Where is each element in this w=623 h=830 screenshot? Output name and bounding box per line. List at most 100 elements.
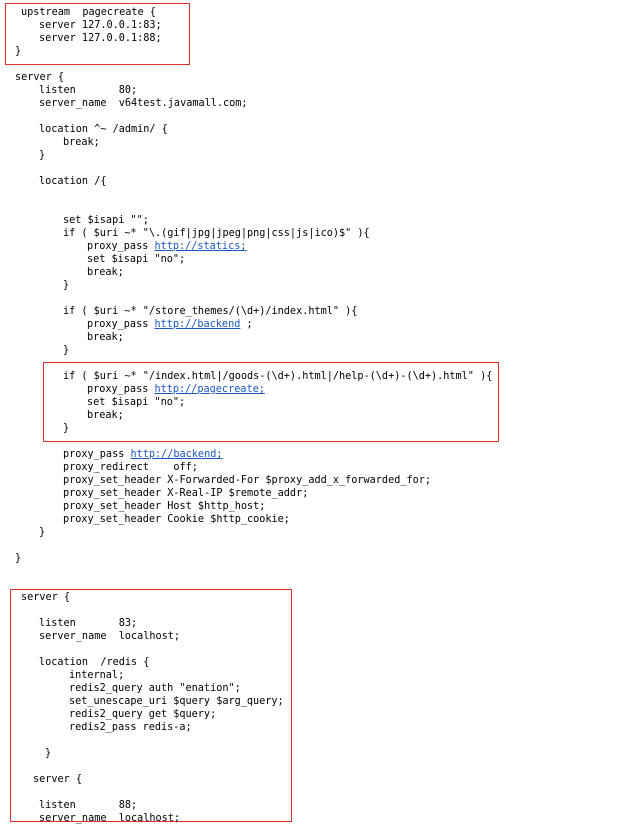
code-text: } — [39, 527, 46, 538]
code-text: server { — [33, 774, 83, 785]
code-line: if ( $uri ~* "\.(gif|jpg|jpeg|png|css|js… — [63, 227, 370, 240]
code-link[interactable]: http://statics; — [154, 241, 247, 252]
code-text: server_name localhost; — [39, 813, 181, 824]
code-text: upstream pagecreate { — [21, 7, 156, 18]
code-line: server { — [21, 591, 70, 604]
code-line: location /{ — [39, 175, 106, 188]
highlight-upstream-block — [5, 3, 190, 65]
code-line: proxy_pass http://backend ; — [87, 318, 253, 331]
code-line: } — [63, 344, 69, 357]
code-line: set_unescape_uri $query $arg_query; — [69, 695, 284, 708]
code-line: listen 88; — [39, 799, 137, 812]
code-text: server_name localhost; — [39, 631, 181, 642]
code-text: internal; — [69, 670, 125, 681]
code-text: proxy_set_header X-Real-IP $remote_addr; — [63, 488, 309, 499]
code-line: break; — [87, 266, 124, 279]
code-text: listen 83; — [39, 618, 138, 629]
code-text: } — [39, 150, 46, 161]
code-line: redis2_pass redis-a; — [69, 721, 192, 734]
code-text: redis2_query auth "enation"; — [69, 683, 241, 694]
code-text: set $isapi "no"; — [87, 254, 186, 265]
code-text: proxy_pass — [63, 449, 131, 460]
code-text: redis2_query get $query; — [69, 709, 217, 720]
code-text: server_name v64test.javamall.com; — [39, 98, 248, 109]
code-line: redis2_query auth "enation"; — [69, 682, 241, 695]
code-text: proxy_pass — [87, 241, 155, 252]
code-line: set $isapi ""; — [63, 214, 149, 227]
code-link[interactable]: http://backend; — [130, 449, 223, 460]
code-text: redis2_pass redis-a; — [69, 722, 192, 733]
code-text: server { — [21, 592, 71, 603]
code-link[interactable]: http://pagecreate; — [154, 384, 265, 395]
code-text: proxy_set_header Host $http_host; — [63, 501, 266, 512]
code-line: proxy_set_header X-Real-IP $remote_addr; — [63, 487, 308, 500]
code-line: break; — [87, 331, 124, 344]
code-text: set $isapi ""; — [63, 215, 149, 226]
code-text: } — [15, 46, 22, 57]
code-line: server { — [15, 71, 64, 84]
code-text: if ( $uri ~* "/store_themes/(\d+)/index.… — [63, 306, 358, 317]
code-text: ; — [240, 319, 253, 330]
code-text: listen 88; — [39, 800, 138, 811]
code-line: set $isapi "no"; — [87, 253, 185, 266]
code-line: proxy_pass http://backend; — [63, 448, 222, 461]
code-text: listen 80; — [39, 85, 138, 96]
code-line: proxy_set_header X-Forwarded-For $proxy_… — [63, 474, 431, 487]
code-text: proxy_pass — [87, 384, 155, 395]
code-link[interactable]: http://backend — [154, 319, 241, 330]
code-line: redis2_query get $query; — [69, 708, 216, 721]
code-text: } — [63, 280, 70, 291]
code-text: server 127.0.0.1:88; — [39, 33, 162, 44]
code-text: server { — [15, 72, 65, 83]
code-text: break; — [87, 332, 124, 343]
code-line: location ^~ /admin/ { — [39, 123, 168, 136]
code-text: break; — [87, 267, 124, 278]
code-text: location /{ — [39, 176, 107, 187]
code-line: upstream pagecreate { — [21, 6, 156, 19]
code-line: set $isapi "no"; — [87, 396, 185, 409]
code-line: break; — [63, 136, 100, 149]
code-line: server_name localhost; — [39, 812, 180, 825]
code-line: proxy_pass http://pagecreate; — [87, 383, 265, 396]
code-line: proxy_set_header Host $http_host; — [63, 500, 265, 513]
code-text: proxy_set_header X-Forwarded-For $proxy_… — [63, 475, 432, 486]
code-line: proxy_pass http://statics; — [87, 240, 246, 253]
code-line: } — [63, 422, 69, 435]
highlight-pagecreate-rule — [43, 362, 499, 442]
code-text: } — [63, 423, 70, 434]
code-line: } — [15, 45, 21, 58]
code-text: } — [45, 748, 52, 759]
code-line: server 127.0.0.1:88; — [39, 32, 162, 45]
code-text: } — [63, 345, 70, 356]
code-text: break; — [63, 137, 100, 148]
code-text: } — [15, 553, 22, 564]
code-line: server { — [33, 773, 82, 786]
code-line: if ( $uri ~* "/store_themes/(\d+)/index.… — [63, 305, 357, 318]
code-line: proxy_set_header Cookie $http_cookie; — [63, 513, 290, 526]
code-line: } — [15, 552, 21, 565]
code-text: location ^~ /admin/ { — [39, 124, 168, 135]
code-text: break; — [87, 410, 124, 421]
code-line: listen 80; — [39, 84, 137, 97]
code-line: server 127.0.0.1:83; — [39, 19, 162, 32]
code-line: if ( $uri ~* "/index.html|/goods-(\d+).h… — [63, 370, 492, 383]
code-line: location /redis { — [39, 656, 149, 669]
code-text: server 127.0.0.1:83; — [39, 20, 162, 31]
code-text: if ( $uri ~* "/index.html|/goods-(\d+).h… — [63, 371, 493, 382]
code-line: server_name localhost; — [39, 630, 180, 643]
code-line: server_name v64test.javamall.com; — [39, 97, 248, 110]
code-text: if ( $uri ~* "\.(gif|jpg|jpeg|png|css|js… — [63, 228, 370, 239]
code-line: break; — [87, 409, 124, 422]
code-line: } — [39, 149, 45, 162]
code-line: listen 83; — [39, 617, 137, 630]
code-line: } — [45, 747, 51, 760]
code-text: location /redis { — [39, 657, 150, 668]
code-line: } — [63, 279, 69, 292]
code-line: internal; — [69, 669, 124, 682]
code-text: proxy_set_header Cookie $http_cookie; — [63, 514, 290, 525]
code-line: proxy_redirect off; — [63, 461, 198, 474]
code-text: proxy_pass — [87, 319, 155, 330]
code-text: proxy_redirect off; — [63, 462, 198, 473]
code-text: set $isapi "no"; — [87, 397, 186, 408]
code-line: } — [39, 526, 45, 539]
